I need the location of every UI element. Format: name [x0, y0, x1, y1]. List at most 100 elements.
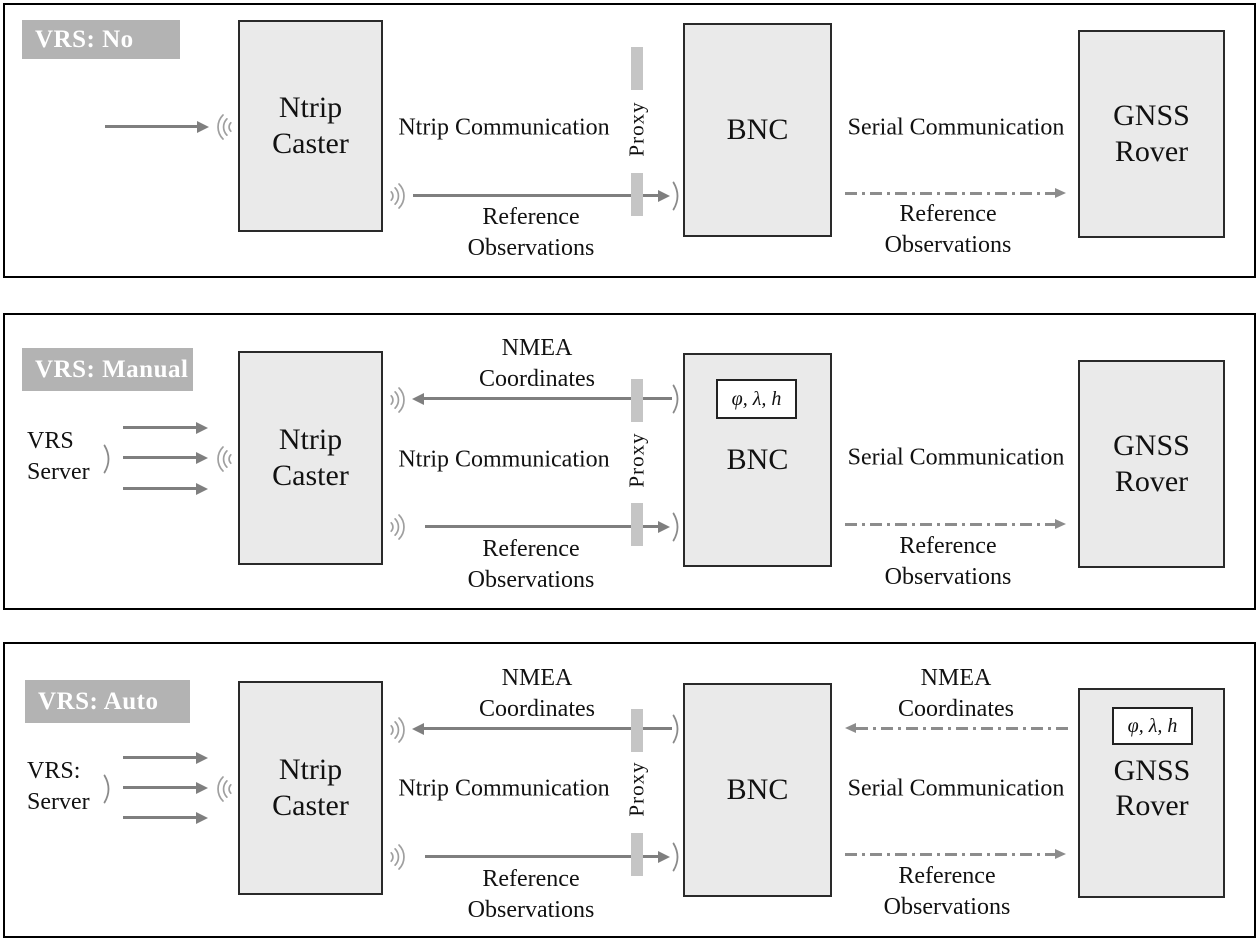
- vrs-server-label: VRS Server: [27, 426, 90, 488]
- nmea-coordinates-label: NMEA Coordinates: [479, 663, 595, 725]
- proxy-bar-top: [631, 47, 643, 90]
- panel-vrs-auto: [3, 642, 1256, 938]
- badge-vrs-manual: VRS: Manual: [22, 348, 193, 391]
- vrs-line: VRS:: [27, 758, 81, 784]
- bnc-box: BNC: [683, 23, 832, 237]
- gnss-rover-box: GNSS Rover: [1078, 30, 1225, 238]
- gnss-rover-box: GNSS Rover: [1078, 360, 1225, 568]
- receiver-arc-icon: [103, 444, 110, 474]
- gnss-rover-label-line2: Rover: [1115, 789, 1189, 822]
- ntrip-caster-label-line2: Caster: [272, 127, 349, 160]
- serial-reference-arrow: [845, 849, 1066, 859]
- reference-observations-arrow: [425, 520, 670, 533]
- bnc-label: BNC: [726, 443, 789, 476]
- nmea-line: NMEA: [501, 665, 573, 691]
- receiver-arc-icon: [672, 181, 679, 211]
- panel-vrs-manual: [3, 313, 1256, 610]
- ntrip-caster-box: Ntrip Caster: [238, 20, 383, 232]
- proxy-label: Proxy: [624, 432, 649, 488]
- gnss-rover-label: GNSS Rover: [1114, 753, 1191, 823]
- reference-line: Reference: [482, 866, 580, 892]
- coordinates-phi-lambda-h-box: φ, λ, h: [716, 379, 797, 419]
- reference-line: Reference: [482, 204, 580, 230]
- reference-line: Reference: [482, 536, 580, 562]
- coordinates-line: Coordinates: [479, 696, 595, 722]
- bnc-label: BNC: [726, 113, 789, 146]
- ntrip-caster-label-line1: Ntrip: [278, 91, 343, 124]
- coordinates-line: Coordinates: [479, 366, 595, 392]
- nmea-line: NMEA: [920, 665, 992, 691]
- proxy-bar-bottom: [631, 173, 643, 216]
- observations-line: Observations: [884, 564, 1012, 590]
- receiver-arc-icon: [672, 384, 679, 414]
- ntrip-communication-label: Ntrip Communication: [398, 114, 610, 141]
- server-line: Server: [27, 459, 90, 485]
- serial-communication-label: Serial Communication: [847, 114, 1065, 141]
- reference-line: Reference: [898, 863, 996, 889]
- vrs-line: VRS: [27, 428, 74, 454]
- serial-communication-label: Serial Communication: [847, 775, 1065, 802]
- gnss-rover-label-line2: Rover: [1114, 135, 1189, 168]
- vrs-stream-arrow: [123, 811, 208, 824]
- vrs-stream-arrow: [123, 751, 208, 764]
- reference-line: Reference: [899, 201, 997, 227]
- reference-observations-label: Reference Observations: [468, 202, 595, 264]
- reference-observations-label: Reference Observations: [885, 199, 1012, 261]
- nmea-coordinates-arrow: [412, 392, 672, 405]
- server-line: Server: [27, 789, 90, 815]
- wireless-waves-icon: [217, 446, 232, 472]
- badge-label: VRS: Auto: [38, 687, 159, 715]
- coords-label: φ, λ, h: [731, 387, 782, 410]
- receiver-arc-icon: [672, 512, 679, 542]
- bnc-label: BNC: [726, 773, 789, 806]
- proxy-label: Proxy: [624, 761, 649, 817]
- proxy-bar-bottom: [631, 833, 643, 876]
- nmea-coordinates-label: NMEA Coordinates: [479, 333, 595, 395]
- vrs-server-label: VRS: Server: [27, 756, 90, 818]
- vrs-stream-arrow: [123, 421, 208, 434]
- vrs-stream-arrow: [123, 451, 208, 464]
- nmea-line: NMEA: [501, 335, 573, 361]
- nmea-coordinates-label: NMEA Coordinates: [898, 663, 1014, 725]
- ntrip-communication-label: Ntrip Communication: [398, 775, 610, 802]
- coordinates-phi-lambda-h-box: φ, λ, h: [1112, 707, 1193, 745]
- wireless-waves-icon: [390, 844, 405, 870]
- serial-reference-arrow: [845, 519, 1066, 529]
- receiver-arc-icon: [103, 774, 110, 804]
- receiver-arc-icon: [672, 714, 679, 744]
- ntrip-caster-box: Ntrip Caster: [238, 681, 383, 895]
- reference-observations-label: Reference Observations: [885, 531, 1012, 593]
- wireless-waves-icon: [217, 776, 232, 802]
- coordinates-line: Coordinates: [898, 696, 1014, 722]
- serial-reference-arrow: [845, 188, 1066, 198]
- wireless-waves-icon: [390, 183, 405, 209]
- observations-line: Observations: [883, 894, 1011, 920]
- wireless-waves-icon: [390, 717, 405, 743]
- reference-observations-arrow: [425, 850, 670, 863]
- nmea-coordinates-arrow: [412, 722, 672, 735]
- reference-line: Reference: [899, 533, 997, 559]
- coords-label: φ, λ, h: [1127, 714, 1178, 737]
- observations-line: Observations: [884, 232, 1012, 258]
- proxy-bar-top: [631, 709, 643, 752]
- ntrip-caster-label-line2: Caster: [272, 789, 349, 822]
- vrs-stream-arrow: [123, 781, 208, 794]
- nmea-coordinates-arrow: [845, 723, 1068, 733]
- wireless-waves-icon: [390, 514, 405, 540]
- proxy-bar-bottom: [631, 503, 643, 546]
- reference-observations-label: Reference Observations: [884, 861, 1011, 923]
- proxy-label: Proxy: [624, 101, 649, 157]
- wireless-waves-icon: [217, 114, 232, 140]
- reference-observations-label: Reference Observations: [468, 864, 595, 926]
- bnc-box: BNC: [683, 683, 832, 897]
- receiver-arc-icon: [672, 842, 679, 872]
- proxy-bar-top: [631, 379, 643, 422]
- gnss-rover-label-line1: GNSS: [1113, 99, 1190, 132]
- badge-label: VRS: Manual: [35, 355, 189, 383]
- wireless-waves-icon: [390, 387, 405, 413]
- observations-line: Observations: [467, 235, 595, 261]
- observations-line: Observations: [467, 897, 595, 923]
- panel-vrs-no: [3, 3, 1256, 278]
- gnss-rover-label-line1: GNSS: [1113, 754, 1191, 787]
